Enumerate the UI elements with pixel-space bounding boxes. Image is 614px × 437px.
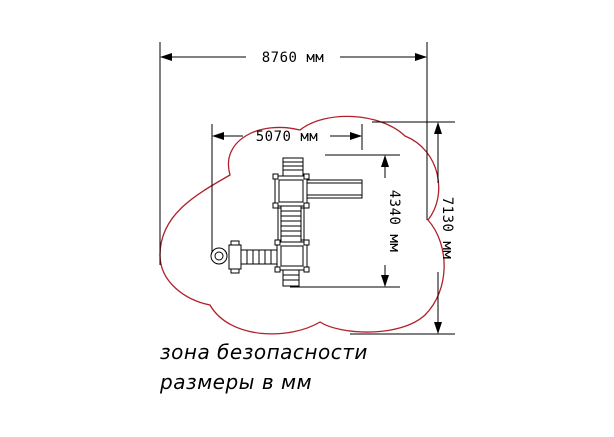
slide — [306, 179, 363, 199]
dimension-overall-height: 7130 мм — [434, 122, 455, 334]
ring-element-inner — [214, 251, 224, 261]
inner-height-label: 4340 мм — [386, 190, 402, 253]
lower-tower-platform — [274, 239, 310, 273]
side-walkway — [240, 249, 278, 265]
upper-tower-platform — [272, 173, 310, 209]
bridge — [277, 205, 305, 243]
safety-zone-caption: зона безопасности — [160, 340, 368, 364]
overall-height-label: 7130 мм — [439, 197, 455, 260]
overall-width-label: 8760 мм — [262, 50, 325, 66]
dimension-overall-width: 8760 мм — [160, 50, 427, 66]
dimension-inner-width: 5070 мм — [212, 129, 362, 145]
extension-lines — [159, 42, 455, 335]
small-lookout — [228, 240, 242, 274]
inner-width-label: 5070 мм — [256, 129, 319, 145]
playground-equipment — [210, 157, 363, 287]
dimension-inner-height: 4340 мм — [381, 155, 402, 287]
bottom-steps — [282, 269, 300, 287]
safety-zone-outline — [159, 115, 445, 335]
units-note-caption: размеры в мм — [160, 370, 313, 394]
top-ladder — [282, 157, 304, 177]
